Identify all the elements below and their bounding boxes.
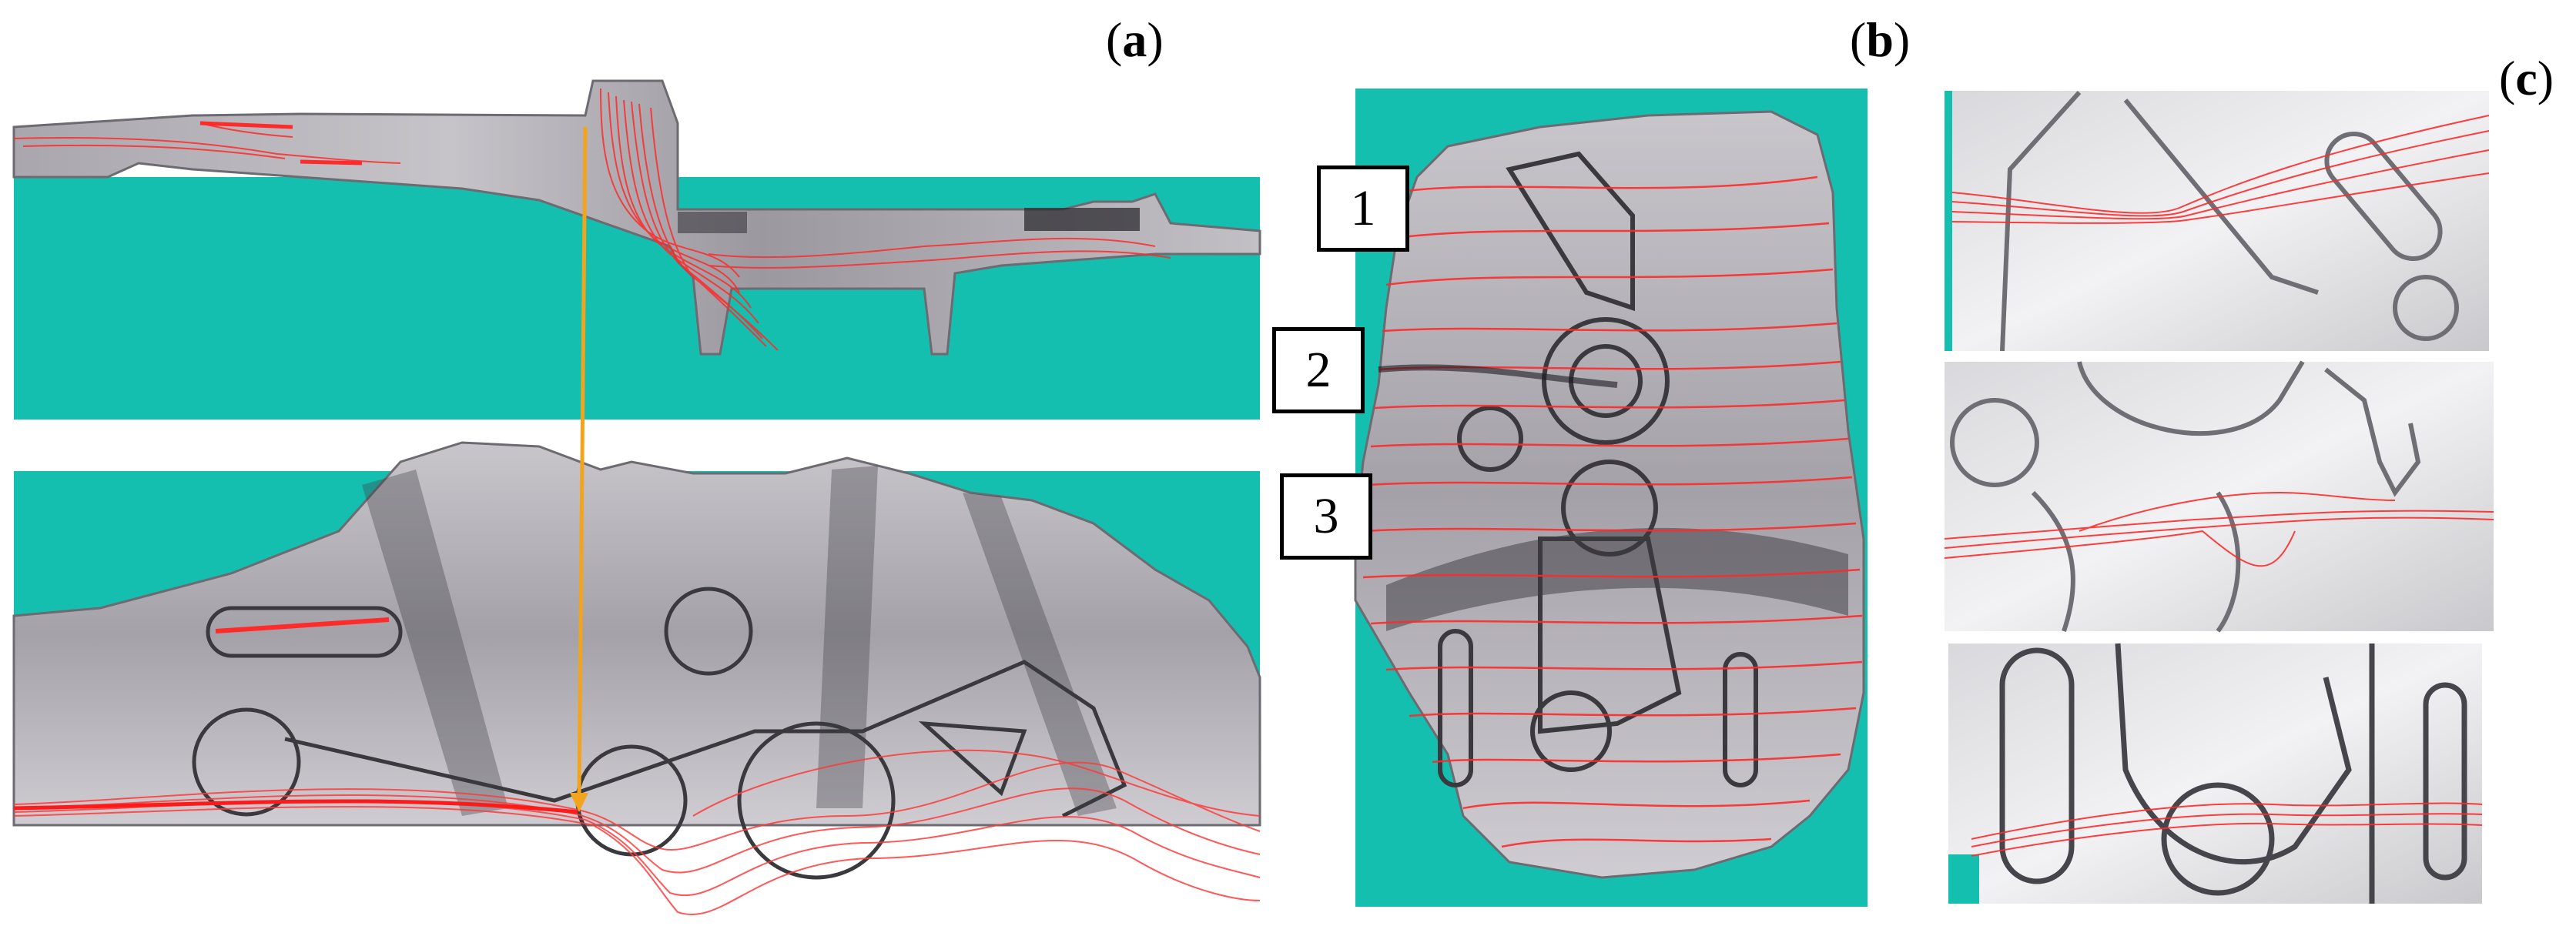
panel-c-top-flow-lines (1951, 115, 2490, 224)
panel-label-a: (a) (1106, 12, 1164, 67)
panel-c-middle-flow-lines (1944, 491, 2494, 567)
panel-a-bottom-edge-line (13, 799, 578, 814)
section-box-3: 3 (1280, 473, 1372, 560)
panel-a-arrow (570, 126, 588, 812)
panel-a-top-red-marks (199, 121, 363, 165)
panel-label-b-letter: b (1866, 12, 1894, 67)
panel-c-bottom-features (1999, 643, 2467, 904)
panel-c-bottom-die (1948, 854, 1979, 904)
panel-a (12, 79, 1261, 916)
panel-b-section-2-groove (1378, 364, 1618, 388)
section-box-1: 1 (1317, 165, 1409, 252)
panel-label-a-letter: a (1122, 12, 1147, 67)
panel-c-top-sheet (1952, 91, 2489, 351)
panel-b-shadow-band (1386, 527, 1848, 631)
panel-c (1944, 90, 2494, 904)
panel-b (1354, 89, 1868, 907)
panel-b-features (1438, 151, 1758, 787)
panel-a-bottom-shading (362, 466, 1117, 816)
panel-label-b: (b) (1850, 12, 1911, 67)
section-number-3: 3 (1313, 488, 1339, 544)
panel-label-c: (c) (2499, 51, 2554, 105)
panel-c-bottom-flow-lines (1971, 802, 2483, 857)
section-number-2: 2 (1305, 342, 1332, 398)
panel-a-bottom-red-mark (215, 617, 390, 633)
panel-c-bottom-sheet (1948, 644, 2482, 904)
section-box-2: 2 (1272, 327, 1365, 413)
panel-c-middle-features (1950, 360, 2421, 633)
panel-label-c-letter: c (2515, 51, 2537, 105)
panel-a-bottom-sheet (12, 441, 1261, 827)
section-number-1: 1 (1350, 180, 1376, 236)
panel-a-top-flow-lines (13, 88, 1171, 351)
panel-a-top-shadow (1024, 208, 1140, 231)
panel-a-top-shadow-2 (678, 212, 747, 233)
panel-c-top-features (2000, 90, 2459, 352)
panel-b-sheet (1354, 110, 1865, 879)
